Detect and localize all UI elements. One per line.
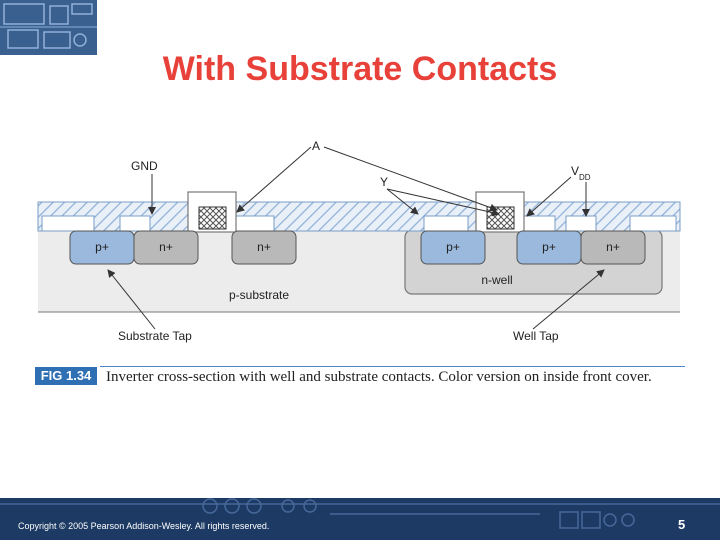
- n-well-label: n-well: [481, 273, 512, 287]
- input-a-label: A: [312, 139, 320, 153]
- diffusion-label: n+: [606, 240, 620, 254]
- inverter-cross-section-diagram: p+ n+ n+ p+ p+ n+ n-well p-substrate GND…: [37, 139, 681, 343]
- slide-title: With Substrate Contacts: [162, 50, 558, 88]
- copyright-notice: Copyright © 2005 Pearson Addison-Wesley.…: [18, 521, 270, 531]
- diffusion-n-well-tap: [580, 230, 646, 265]
- well-tap-label: Well Tap: [513, 329, 559, 343]
- substrate-tap-label: Substrate Tap: [118, 329, 192, 343]
- vdd-subscript: DD: [579, 173, 591, 182]
- caption-divider: [100, 366, 685, 367]
- output-y-label: Y: [380, 175, 388, 189]
- figure-caption: Inverter cross-section with well and sub…: [106, 369, 652, 385]
- diffusion-label: p+: [542, 240, 556, 254]
- gnd-label: GND: [131, 159, 158, 173]
- page-number: 5: [678, 517, 686, 532]
- vdd-label: V: [571, 164, 579, 178]
- p-substrate-label: p-substrate: [229, 288, 289, 302]
- footer-band: [0, 498, 720, 540]
- figure-number-badge: FIG 1.34: [35, 367, 97, 385]
- diffusion-p-drain: [420, 230, 486, 265]
- diffusion-n-drain: [231, 230, 297, 265]
- diffusion-n-source: [133, 230, 199, 265]
- diffusion-label: p+: [95, 240, 109, 254]
- diffusion-label: n+: [159, 240, 173, 254]
- diffusion-label: n+: [257, 240, 271, 254]
- callout-arrows: [107, 146, 605, 330]
- circuit-footer-icon: [0, 498, 720, 529]
- circuit-logo: [0, 0, 97, 55]
- diffusion-label: p+: [446, 240, 460, 254]
- circuit-pattern-icon: [0, 3, 97, 49]
